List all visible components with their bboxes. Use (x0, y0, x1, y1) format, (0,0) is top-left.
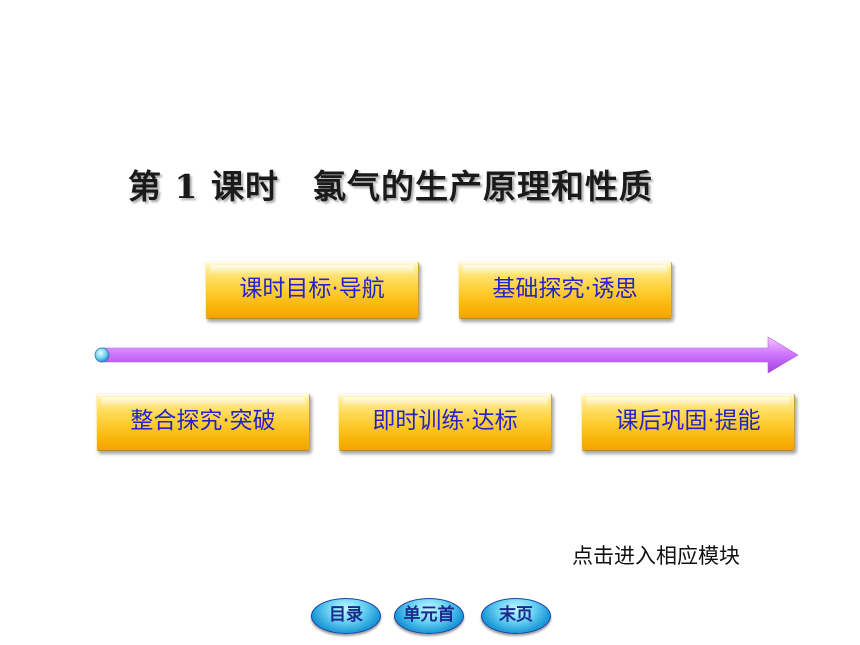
module-button-instant-training[interactable]: 即时训练·达标 (338, 393, 552, 451)
last-page-button-label: 末页 (499, 605, 533, 625)
module-button-basic-inquiry[interactable]: 基础探究·诱思 (458, 261, 672, 319)
module-label: 基础探究·诱思 (492, 276, 638, 302)
module-label: 整合探究·突破 (130, 408, 276, 434)
module-label: 课后巩固·提能 (615, 408, 761, 434)
timeline-arrow-icon (94, 336, 799, 374)
timeline-arrow-body (99, 336, 799, 374)
unit-start-button-label: 单元首 (403, 605, 455, 625)
contents-button-label: 目录 (329, 605, 363, 625)
module-button-integrated-inquiry[interactable]: 整合探究·突破 (96, 393, 310, 451)
module-label: 课时目标·导航 (239, 276, 385, 302)
module-label: 即时训练·达标 (372, 408, 518, 434)
last-page-button[interactable]: 末页 (481, 598, 551, 634)
page-title: 第 1 课时 氯气的生产原理和性质 (128, 167, 653, 206)
module-button-after-class-review[interactable]: 课后巩固·提能 (581, 393, 795, 451)
unit-start-button[interactable]: 单元首 (394, 598, 464, 634)
instruction-text: 点击进入相应模块 (572, 544, 740, 568)
module-button-goals-navigation[interactable]: 课时目标·导航 (205, 261, 419, 319)
contents-button[interactable]: 目录 (311, 598, 381, 634)
timeline-start-dot-icon (94, 347, 110, 363)
